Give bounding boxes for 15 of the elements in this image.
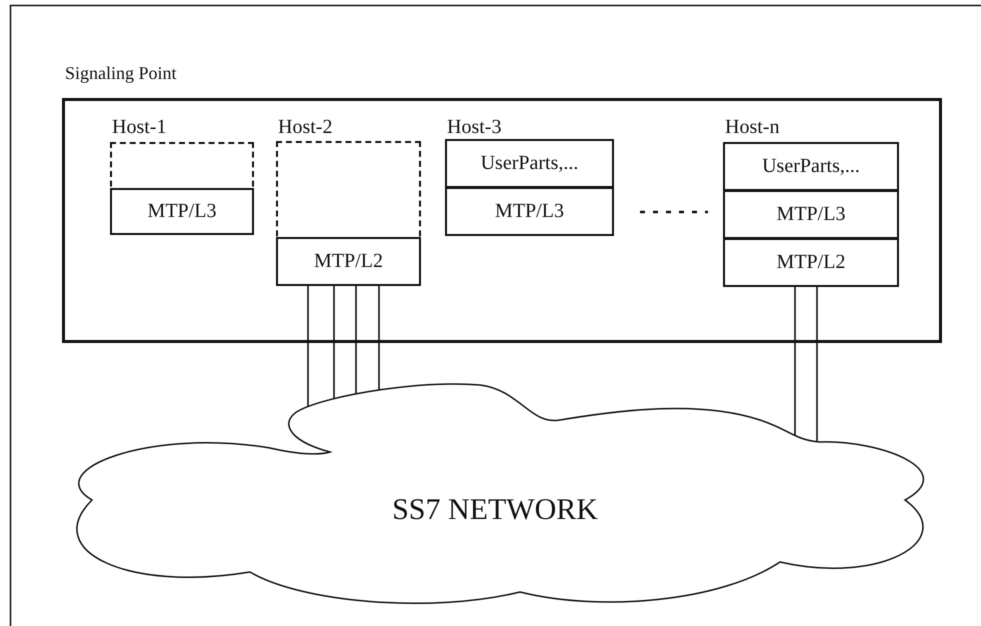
layer-box: MTP/L3: [723, 190, 899, 239]
link-line: [816, 287, 818, 442]
link-line: [794, 287, 796, 436]
link-line: [307, 286, 309, 406]
layer-box: MTP/L3: [110, 188, 254, 235]
host-label: Host-n: [725, 116, 780, 138]
link-line: [378, 286, 380, 390]
host-label: Host-3: [447, 116, 502, 138]
host-label: Host-2: [278, 116, 332, 138]
frame-title: Signaling Point: [65, 62, 177, 84]
layer-box: MTP/L2: [276, 237, 421, 286]
host-label: Host-1: [112, 116, 166, 138]
cloud-label: SS7 NETWORK: [391, 493, 599, 527]
link-line: [355, 286, 357, 394]
link-line: [333, 286, 335, 399]
